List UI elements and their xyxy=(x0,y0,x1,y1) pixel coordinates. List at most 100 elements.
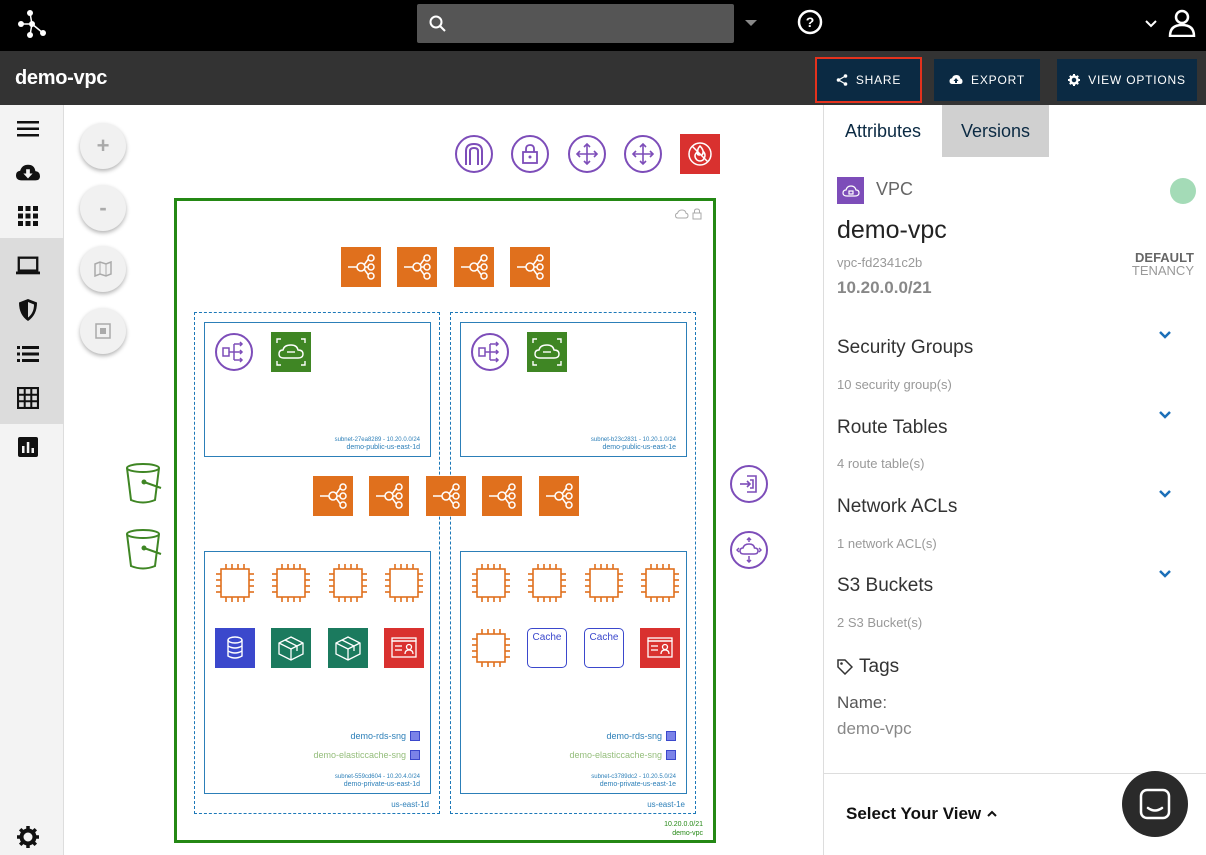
tab-attributes[interactable]: Attributes xyxy=(824,105,942,157)
list-icon[interactable] xyxy=(16,342,40,366)
cloud-download-icon[interactable] xyxy=(16,161,40,185)
ec2-instance-icon[interactable] xyxy=(471,628,511,668)
az-label: us-east-1d xyxy=(391,800,429,809)
zoom-out-button[interactable]: - xyxy=(80,185,126,231)
shield-icon[interactable] xyxy=(16,298,40,322)
export-button[interactable]: EXPORT xyxy=(934,59,1040,101)
map-view-button[interactable] xyxy=(80,246,126,292)
transit-gateway-icon[interactable] xyxy=(539,476,579,516)
subnet-container[interactable]: demo-rds-sng demo-elasticcache-sng subne… xyxy=(204,551,431,794)
section-title[interactable]: Security Groups xyxy=(837,337,974,358)
firewall-icon[interactable] xyxy=(680,134,720,174)
subnet-container[interactable]: Cache Cache demo-rds-sng demo-elasticcac… xyxy=(460,551,687,794)
nat-gateway-icon[interactable] xyxy=(527,332,567,372)
bar-chart-icon[interactable] xyxy=(16,435,40,459)
ec2-instance-icon[interactable] xyxy=(215,563,255,603)
ec2-instance-icon[interactable] xyxy=(271,563,311,603)
laptop-icon[interactable] xyxy=(16,254,40,278)
az-container: us-east-1d xyxy=(194,312,440,814)
ec2-instance-icon[interactable] xyxy=(384,563,424,603)
section-title[interactable]: Network ACLs xyxy=(837,496,958,517)
menu-icon[interactable] xyxy=(16,117,40,141)
transit-gateway-icon[interactable] xyxy=(313,476,353,516)
ec2-instance-icon[interactable] xyxy=(527,563,567,603)
container-icon[interactable] xyxy=(271,628,311,668)
chevron-down-icon[interactable] xyxy=(1144,16,1158,34)
subnet-id: subnet-559cd604 - 10.20.4.0/24 xyxy=(334,774,420,780)
share-button[interactable]: SHARE xyxy=(815,57,922,103)
transit-gateway-icon[interactable] xyxy=(341,247,381,287)
top-bar: ? xyxy=(0,0,1206,51)
load-balancer-icon[interactable] xyxy=(471,333,509,371)
diagram-canvas[interactable]: + - xyxy=(65,105,823,855)
question-circle-icon[interactable]: ? xyxy=(797,9,823,40)
vpc-container[interactable]: us-east-1d us-east-1e subnet-27ea8289 - … xyxy=(174,198,716,843)
transit-gateway-icon[interactable] xyxy=(369,476,409,516)
vpn-gateway-icon[interactable] xyxy=(511,135,549,173)
tag-key: Name: xyxy=(837,693,888,712)
vpc-cloud-lock-icon xyxy=(674,207,703,225)
container-icon[interactable] xyxy=(328,628,368,668)
vpc-endpoint-icon[interactable] xyxy=(730,465,768,503)
chat-icon xyxy=(1139,788,1171,820)
identity-card-icon[interactable] xyxy=(384,628,424,668)
transit-gateway-icon[interactable] xyxy=(454,247,494,287)
chevron-down-icon[interactable] xyxy=(1158,486,1172,504)
security-group-name: demo-rds-sng xyxy=(350,731,406,741)
fit-view-button[interactable] xyxy=(80,308,126,354)
settings-icon[interactable] xyxy=(16,825,40,849)
identity-card-icon[interactable] xyxy=(640,628,680,668)
load-balancer-icon[interactable] xyxy=(215,333,253,371)
resource-name: demo-vpc xyxy=(837,216,947,244)
ec2-instance-icon[interactable] xyxy=(471,563,511,603)
transit-gateway-icon[interactable] xyxy=(510,247,550,287)
ec2-instance-icon[interactable] xyxy=(584,563,624,603)
tab-versions[interactable]: Versions xyxy=(942,105,1049,157)
tag-value: demo-vpc xyxy=(837,719,912,738)
chevron-down-icon[interactable] xyxy=(1158,407,1172,425)
apps-grid-icon[interactable] xyxy=(16,204,40,228)
table-icon[interactable] xyxy=(16,386,40,410)
security-group-icon xyxy=(666,750,676,760)
elasticache-node[interactable]: Cache xyxy=(527,628,567,668)
search-dropdown-icon[interactable] xyxy=(745,20,757,26)
view-options-button[interactable]: VIEW OPTIONS xyxy=(1057,59,1197,101)
user-icon[interactable] xyxy=(1168,9,1196,42)
rds-database-icon[interactable] xyxy=(215,628,255,668)
transit-gateway-icon[interactable] xyxy=(482,476,522,516)
select-view-toggle[interactable]: Select Your View xyxy=(846,804,998,824)
subnet-name: demo-private-us-east-1d xyxy=(343,781,420,788)
search-input[interactable] xyxy=(417,4,734,43)
chat-launcher-button[interactable] xyxy=(1122,771,1188,837)
router-icon[interactable] xyxy=(568,135,606,173)
ec2-instance-icon[interactable] xyxy=(328,563,368,603)
transit-gateway-icon[interactable] xyxy=(426,476,466,516)
chevron-down-icon[interactable] xyxy=(1158,327,1172,345)
attributes-panel: Attributes Versions VPC demo-vpc vpc-fd2… xyxy=(823,105,1206,855)
vpc-icon xyxy=(837,177,864,204)
graph-logo-icon[interactable] xyxy=(16,10,48,38)
security-group-icon xyxy=(410,731,420,741)
elasticache-node[interactable]: Cache xyxy=(584,628,624,668)
router-icon[interactable] xyxy=(624,135,662,173)
cloud-router-icon[interactable] xyxy=(730,531,768,569)
zoom-in-button[interactable]: + xyxy=(80,123,126,169)
section-title[interactable]: S3 Buckets xyxy=(837,575,934,596)
s3-bucket-icon[interactable] xyxy=(123,529,163,570)
section-title[interactable]: Route Tables xyxy=(837,417,948,438)
page-title: demo-vpc xyxy=(15,67,108,89)
ec2-instance-icon[interactable] xyxy=(640,563,680,603)
s3-bucket-icon[interactable] xyxy=(123,463,163,504)
chevron-down-icon[interactable] xyxy=(1158,566,1172,584)
az-label: us-east-1e xyxy=(647,800,685,809)
tags-title: Tags xyxy=(859,656,900,677)
section-summary: 1 network ACL(s) xyxy=(837,536,937,551)
share-label: SHARE xyxy=(855,73,902,87)
internet-gateway-icon[interactable] xyxy=(455,135,493,173)
nat-gateway-icon[interactable] xyxy=(271,332,311,372)
security-group-icon xyxy=(666,731,676,741)
transit-gateway-icon[interactable] xyxy=(397,247,437,287)
